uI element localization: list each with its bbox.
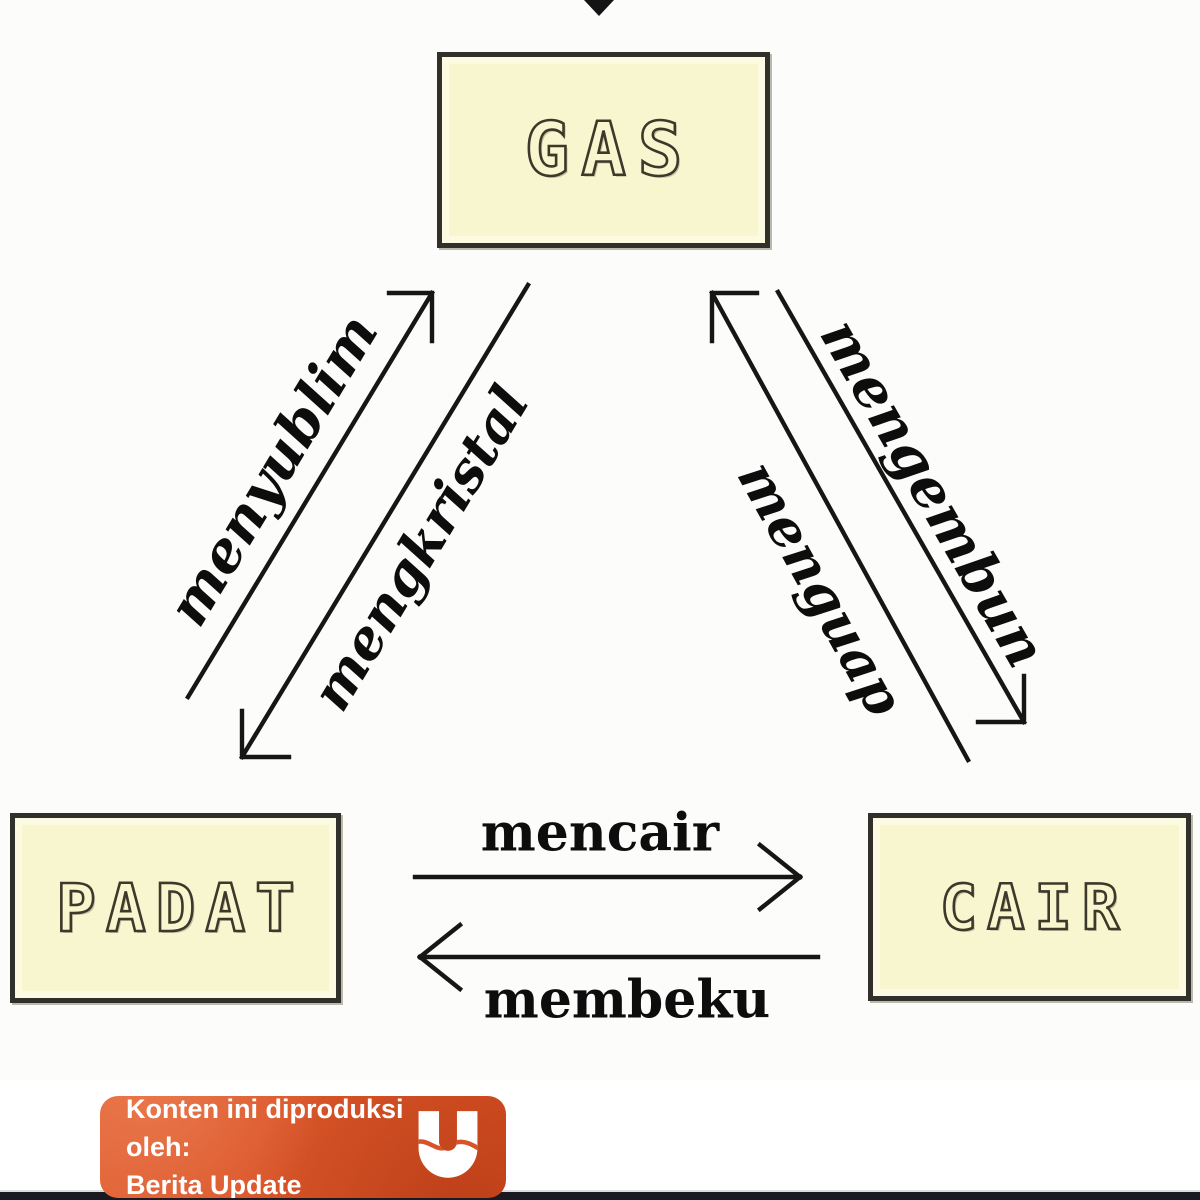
- node-cair-label: CAIR: [939, 869, 1130, 945]
- states-of-matter-diagram: menyublim mengkristal mengembun menguap …: [10, 0, 1191, 1031]
- node-cair: CAIR: [868, 813, 1191, 1001]
- incoming-arrowhead-icon: [584, 0, 614, 16]
- arrow-mencair-padat-to-cair: [412, 841, 804, 913]
- arrow-mengkristal-gas-to-padat: [238, 281, 532, 761]
- node-gas-label: GAS: [523, 106, 695, 195]
- arrow-menyublim-padat-to-gas: [184, 289, 436, 701]
- arrow-mengembun-gas-to-cair: [774, 288, 1028, 726]
- producer-name: Berita Update: [126, 1170, 302, 1198]
- node-padat-label: PADAT: [55, 868, 305, 948]
- transition-label-mencair: mencair: [480, 802, 720, 864]
- arrow-membeku-cair-to-padat: [416, 921, 821, 993]
- bottom-dark-strip: [0, 1192, 1200, 1200]
- kumparan-u-logo: [416, 1110, 480, 1184]
- arrow-layer: [184, 281, 1028, 993]
- node-gas: GAS: [437, 52, 770, 248]
- produced-by-label: Konten ini diproduksi oleh:: [126, 1096, 404, 1162]
- producer-attribution-card[interactable]: Konten ini diproduksi oleh: Berita Updat…: [100, 1096, 506, 1198]
- transition-label-membeku: membeku: [483, 969, 771, 1031]
- arrow-menguap-cair-to-gas: [709, 290, 971, 763]
- node-padat: PADAT: [10, 813, 341, 1003]
